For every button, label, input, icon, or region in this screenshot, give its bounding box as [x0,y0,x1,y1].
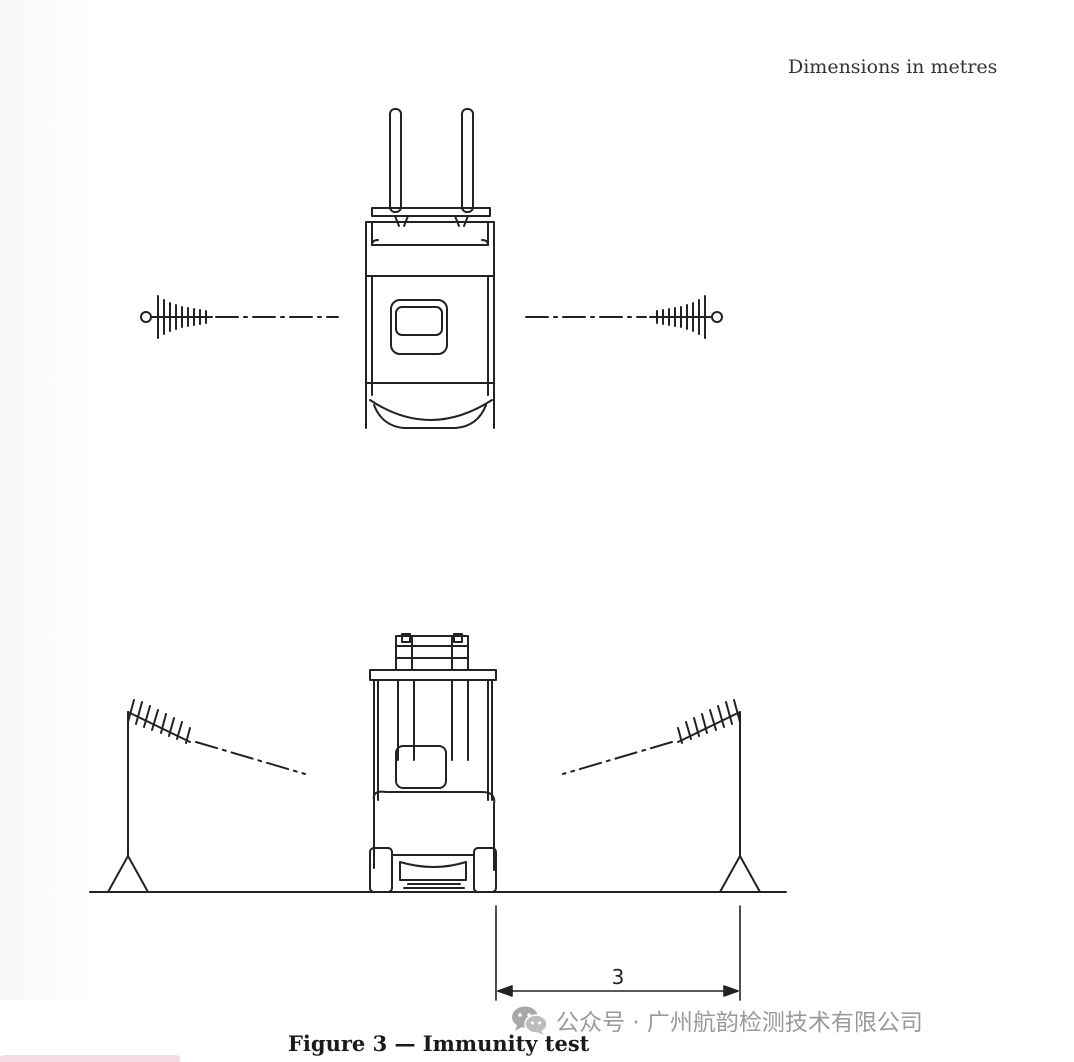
watermark: 公众号 · 广州航韵检测技术有限公司 [510,1002,923,1038]
antenna-top-right [525,295,723,339]
forklift-top-view [365,108,495,429]
figure-caption: Figure 3 — Immunity test [288,1031,590,1056]
distance-dimension [495,905,741,1001]
page-edge-shadow [0,0,96,1000]
wechat-icon [512,1006,548,1035]
antenna-front-right [562,699,761,893]
antenna-front-left [107,699,306,893]
antenna-top-left [140,295,339,339]
pink-strip [0,1055,180,1062]
dimensions-note: Dimensions in metres [788,56,998,78]
watermark-text: 公众号 · 广州航韵检测技术有限公司 [556,1010,923,1036]
distance-label: 3 [612,965,625,989]
forklift-front-view [369,633,497,893]
